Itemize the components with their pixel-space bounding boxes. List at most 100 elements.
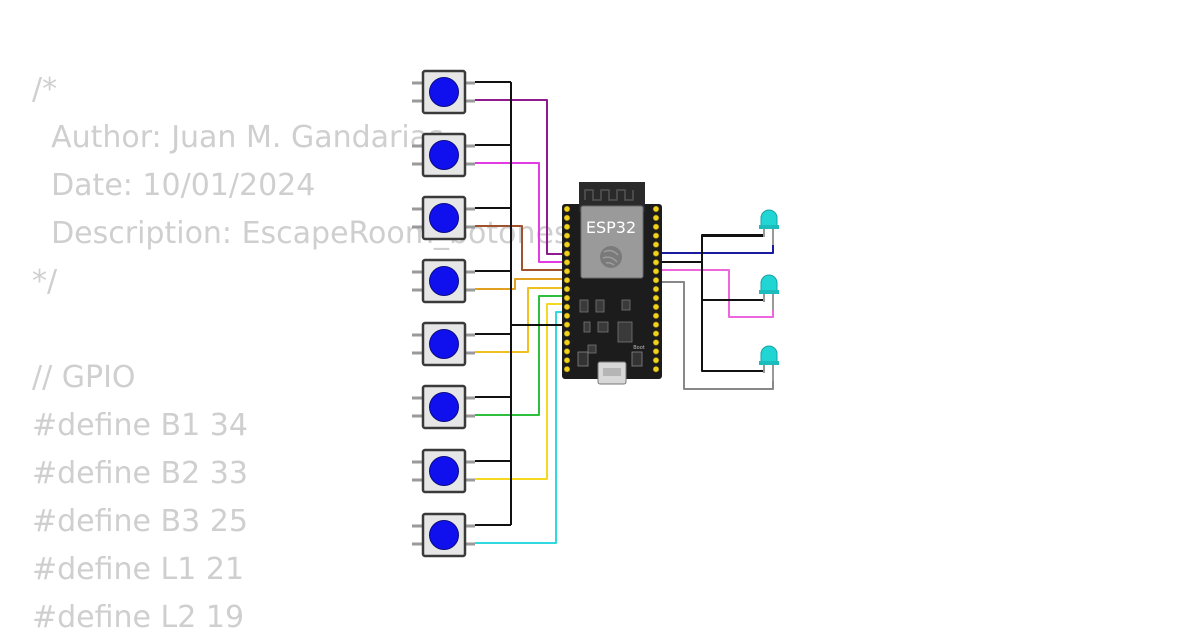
button-cap[interactable] [429, 456, 459, 486]
button-cap[interactable] [429, 329, 459, 359]
board-pin-left [563, 205, 571, 213]
push-button[interactable] [412, 69, 475, 115]
board-pin-left [563, 312, 571, 319]
wires-layer [475, 81, 774, 544]
code-line: // GPIO [32, 360, 136, 395]
signal-wire [475, 295, 567, 416]
board-pin-left [563, 339, 571, 346]
board-pin-left [563, 303, 571, 311]
led-signal-wire [656, 245, 774, 254]
code-line: Author: Juan M. Gandarias [32, 120, 444, 155]
board-pin-right [652, 357, 660, 364]
board-pin-left [563, 357, 571, 364]
board-pin-right [652, 241, 660, 248]
signal-wire [475, 162, 567, 263]
board-pin-right [652, 294, 660, 302]
led-rim [759, 225, 779, 229]
led[interactable] [759, 345, 779, 381]
espressif-logo-swirl [602, 249, 619, 266]
board-pin-left [563, 286, 571, 293]
led-signal-wire [656, 281, 774, 390]
board-pin-right [652, 223, 660, 230]
led-dome[interactable] [760, 209, 778, 228]
led[interactable] [759, 274, 779, 310]
boot-button[interactable] [631, 351, 643, 367]
en-button[interactable] [577, 351, 589, 367]
smd-component [621, 299, 631, 311]
smd-component [597, 321, 609, 333]
button-cap[interactable] [429, 203, 459, 233]
led-ground-wire [656, 234, 764, 263]
signal-wire [475, 311, 567, 544]
push-button[interactable] [412, 321, 475, 367]
board-pin-left [563, 348, 571, 355]
board-pin-right [652, 286, 660, 293]
button-cap[interactable] [429, 392, 459, 422]
board-pin-right [652, 205, 660, 213]
board-pin-right [652, 232, 660, 239]
code-line: Description: EscapeRoom_botones [32, 216, 570, 251]
board-pin-right [652, 339, 660, 346]
board-pin-left [563, 241, 571, 248]
code-editor-text: /* Author: Juan M. Gandarias Date: 10/01… [32, 66, 570, 642]
button-cap[interactable] [429, 140, 459, 170]
board-pin-right [652, 330, 660, 337]
leds-layer [759, 209, 779, 381]
led-signal-wire [656, 269, 774, 318]
board-pin-left [563, 277, 571, 284]
board-pin-right [652, 348, 660, 355]
push-button[interactable] [412, 448, 475, 494]
led-dome[interactable] [760, 345, 778, 364]
smd-component [579, 299, 589, 313]
buttons-layer [412, 69, 475, 558]
board-pin-right [652, 312, 660, 319]
button-cap[interactable] [429, 520, 459, 550]
module-shield [580, 205, 644, 279]
push-button[interactable] [412, 384, 475, 430]
board-pin-left [563, 366, 571, 373]
button-cap[interactable] [429, 77, 459, 107]
push-button[interactable] [412, 258, 475, 304]
code-line: Date: 10/01/2024 [32, 168, 316, 203]
usb-port-inner [603, 368, 621, 376]
code-line: #define B1 34 [32, 408, 248, 443]
push-button[interactable] [412, 132, 475, 178]
signal-wire [475, 225, 567, 271]
smd-component [595, 299, 605, 313]
signal-wire [475, 287, 567, 353]
board-pin-right [652, 268, 660, 275]
board-pin-right [652, 259, 660, 266]
button-cap[interactable] [429, 266, 459, 296]
signal-wire [475, 303, 567, 480]
push-button[interactable] [412, 512, 475, 558]
board-pin-right [652, 321, 660, 328]
board-pin-right [652, 303, 660, 311]
push-button[interactable] [412, 195, 475, 241]
led[interactable] [759, 209, 779, 245]
board-pin-left [563, 223, 571, 230]
signal-wire [475, 278, 567, 290]
board-label: ESP32 [586, 218, 636, 237]
board-pin-left [563, 321, 571, 328]
board-pin-left [563, 232, 571, 239]
board-pin-left [563, 268, 571, 275]
smd-component [617, 321, 633, 343]
code-line: #define L1 21 [32, 552, 245, 587]
led-rim [759, 290, 779, 294]
board-pin-right [652, 214, 660, 221]
antenna-trace [584, 189, 634, 201]
board-pin-right [652, 366, 660, 373]
board-pin-left [563, 259, 571, 266]
board-pin-right [652, 277, 660, 284]
board-pin-left [563, 330, 571, 337]
board-pin-left [563, 214, 571, 221]
smd-component [587, 344, 597, 354]
board-pin-right [652, 250, 660, 257]
code-line: /* [32, 72, 58, 107]
led-dome[interactable] [760, 274, 778, 293]
code-line: #define B2 33 [32, 456, 248, 491]
led-rim [759, 361, 779, 365]
boot-label: Boot [633, 345, 645, 351]
